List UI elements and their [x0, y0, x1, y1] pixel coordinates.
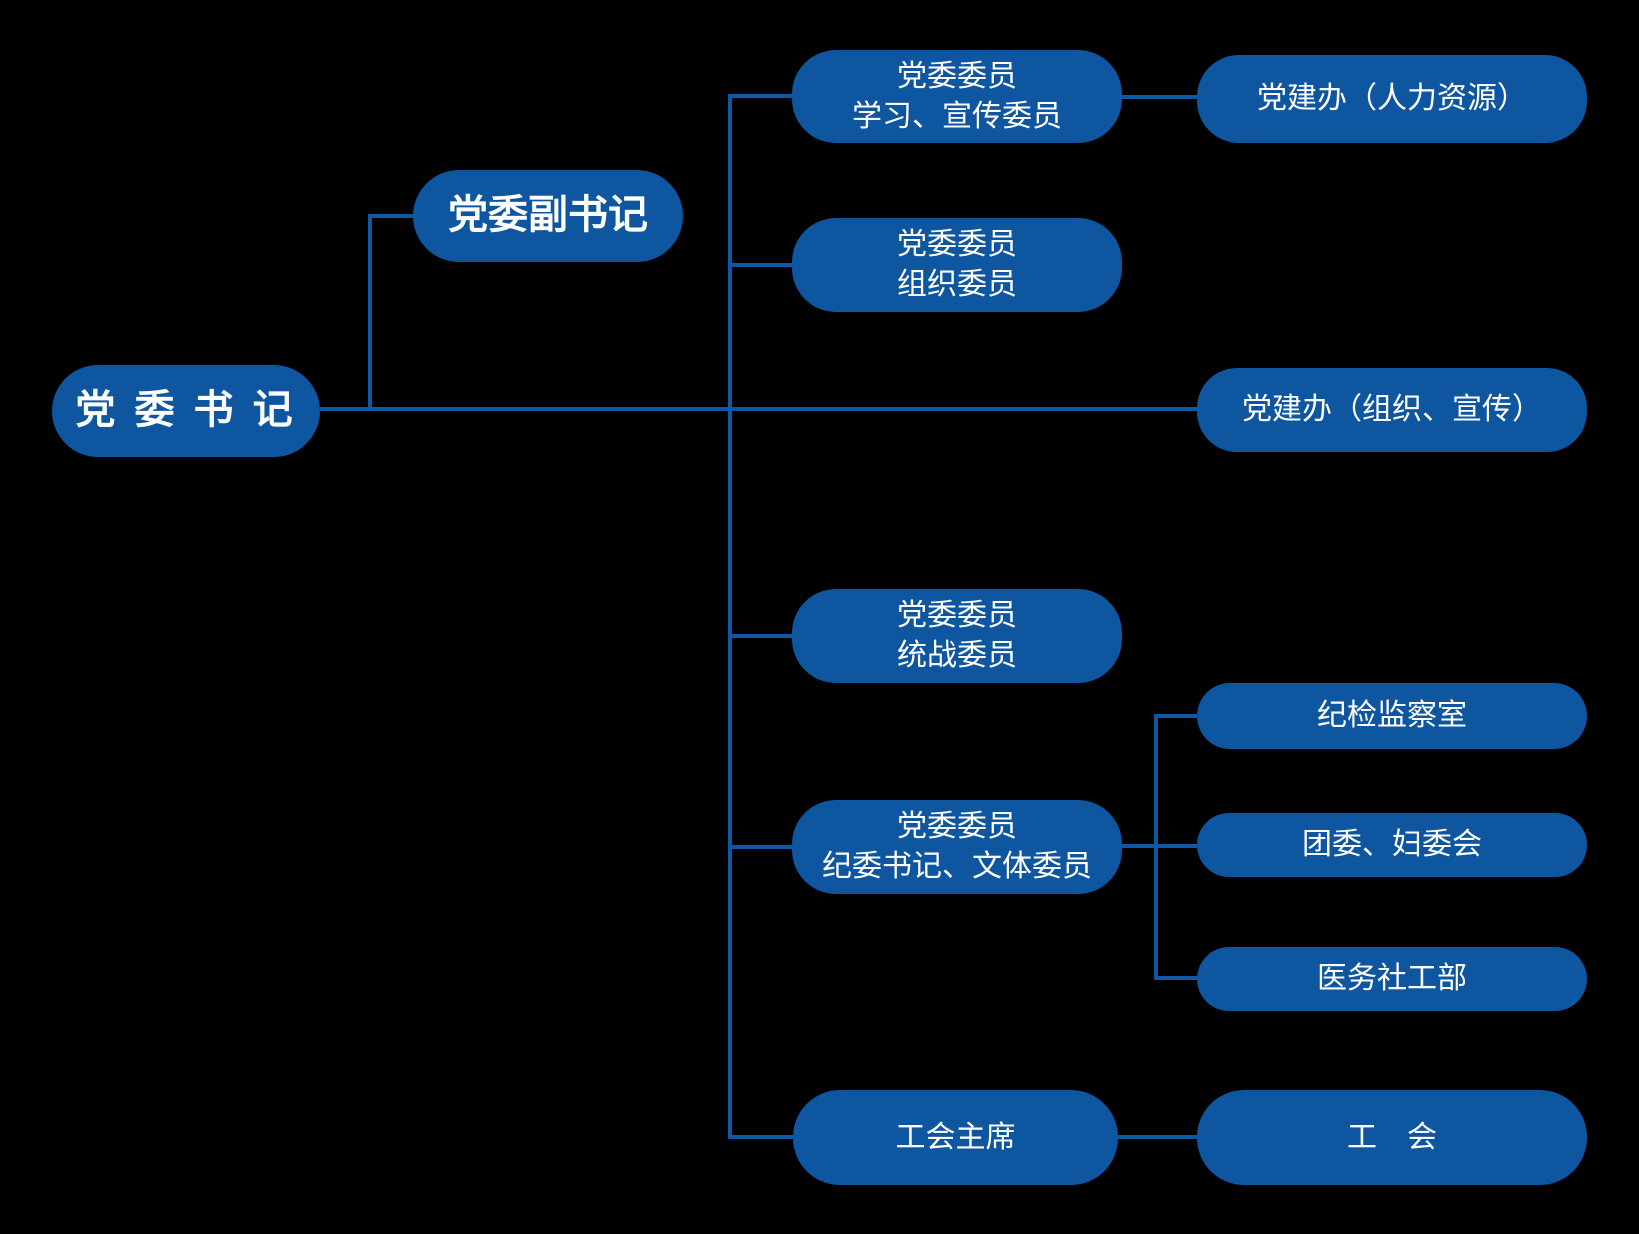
- node-label: 工 会: [1347, 1120, 1437, 1154]
- node-label: 党建办（组织、宣传）: [1242, 393, 1542, 427]
- node-label: 党委副书记: [448, 193, 648, 238]
- node-committee-member-study-publicity: 党委委员 学习、宣传委员: [792, 50, 1122, 143]
- node-label: 党建办（人力资源）: [1257, 82, 1527, 116]
- connector-to-discipline-office: [1158, 714, 1197, 718]
- node-youth-league-women-committee: 团委、妇委会: [1197, 813, 1587, 877]
- node-discipline-inspection-office: 纪检监察室: [1197, 683, 1587, 749]
- node-committee-member-discipline-culture: 党委委员 纪委书记、文体委员: [792, 800, 1122, 894]
- connector-branch-discipline: [730, 845, 792, 849]
- node-party-building-office-org-publicity: 党建办（组织、宣传）: [1197, 368, 1587, 452]
- node-labor-union: 工 会: [1197, 1090, 1587, 1185]
- connector-branch-organization: [730, 263, 792, 267]
- node-label-line1: 党委委员: [897, 599, 1017, 633]
- connector-discipline-to-youth-women: [1122, 844, 1197, 848]
- connector-branch-united-front: [730, 634, 792, 638]
- node-label-line1: 党委委员: [897, 228, 1017, 262]
- node-label: 医务社工部: [1317, 962, 1467, 996]
- connector-deputy-riser-horizontal: [368, 214, 415, 218]
- connector-secretary-main-horizontal: [320, 407, 1197, 411]
- node-label-line2: 组织委员: [897, 268, 1017, 301]
- node-committee-member-united-front: 党委委员 统战委员: [792, 589, 1122, 683]
- node-label: 纪检监察室: [1317, 699, 1467, 733]
- connector-to-medical-social-work: [1158, 976, 1197, 980]
- node-label-line1: 党委委员: [897, 810, 1017, 844]
- connector-right-branch-vertical: [1154, 714, 1158, 980]
- connector-branch-study-publicity: [730, 94, 792, 98]
- node-party-secretary: 党 委 书 记: [52, 365, 320, 457]
- connector-main-trunk-vertical: [728, 94, 732, 1139]
- node-medical-social-work-dept: 医务社工部: [1197, 947, 1587, 1011]
- node-label-line2: 学习、宣传委员: [852, 99, 1062, 133]
- node-label-line2: 统战委员: [897, 639, 1017, 672]
- node-label-line2: 纪委书记、文体委员: [822, 850, 1092, 883]
- connector-branch-union-chairman: [730, 1135, 793, 1139]
- node-union-chairman: 工会主席: [793, 1090, 1118, 1185]
- connector-chairman-to-union: [1118, 1135, 1197, 1139]
- node-label-line1: 党委委员: [897, 59, 1017, 93]
- connector-study-to-hr-office: [1122, 95, 1197, 99]
- node-label: 党 委 书 记: [75, 388, 297, 433]
- connector-deputy-riser-vertical: [368, 214, 372, 411]
- node-party-building-office-hr: 党建办（人力资源）: [1197, 55, 1587, 143]
- node-label: 团委、妇委会: [1302, 828, 1482, 862]
- node-committee-member-organization: 党委委员 组织委员: [792, 218, 1122, 312]
- node-deputy-party-secretary: 党委副书记: [413, 170, 683, 262]
- node-label: 工会主席: [895, 1120, 1016, 1154]
